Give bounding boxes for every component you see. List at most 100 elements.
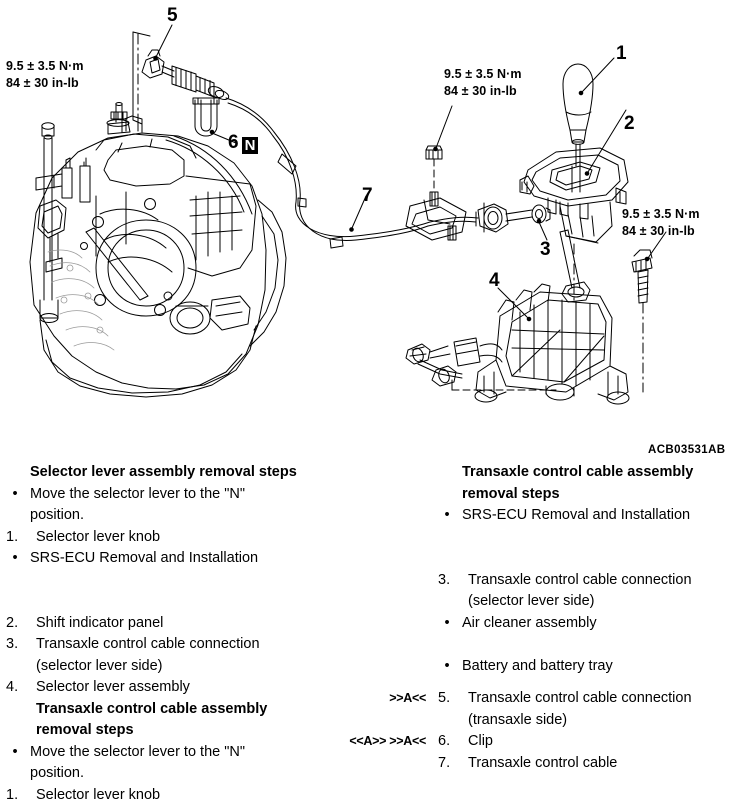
right-heading-row-2: removal steps <box>322 484 734 506</box>
list-gap <box>0 570 370 592</box>
bullet-marker: • <box>0 484 30 506</box>
torque-nm: 9.5 ± 3.5 N·m <box>444 66 522 83</box>
left-heading-row: Selector lever assembly removal steps <box>0 462 370 484</box>
torque-spec-left: 9.5 ± 3.5 N·m 84 ± 30 in-lb <box>6 58 84 92</box>
drawing-reference-code: ACB03531AB <box>648 444 726 456</box>
list-gap <box>0 591 370 613</box>
selector-lever-assembly-4 <box>475 230 629 404</box>
list-item: (transaxle side) <box>322 710 734 732</box>
step-text: Transaxle control cable connection <box>468 688 734 710</box>
torque-nm: 9.5 ± 3.5 N·m <box>622 206 700 223</box>
list-item: position. <box>0 505 370 527</box>
subheading-line: Transaxle control cable assembly <box>36 699 370 721</box>
list-item: • SRS-ECU Removal and Installation <box>322 505 734 527</box>
step-text: Move the selector lever to the "N" <box>30 742 370 764</box>
step-text: Move the selector lever to the "N" <box>30 484 370 506</box>
list-gap <box>322 677 734 688</box>
callout-3: 3 <box>540 240 551 259</box>
marker-cell: >>A<< <box>322 688 432 710</box>
item-number: 4. <box>0 677 36 699</box>
step-text: Shift indicator panel <box>36 613 370 635</box>
list-gap <box>322 634 734 656</box>
torque-inlb: 84 ± 30 in-lb <box>622 223 700 240</box>
list-item: >>A<< 5. Transaxle control cable connect… <box>322 688 734 710</box>
torque-inlb: 84 ± 30 in-lb <box>444 83 522 100</box>
list-item: <<A>> >>A<< 6. Clip <box>322 731 734 753</box>
step-text: Selector lever knob <box>36 785 370 806</box>
right-steps-column: Transaxle control cable assembly removal… <box>322 462 734 774</box>
cable-mount-bracket <box>406 106 466 240</box>
exploded-view-diagram: 9.5 ± 3.5 N·m 84 ± 30 in-lb 9.5 ± 3.5 N·… <box>0 0 734 462</box>
cable-connection-3 <box>476 203 550 240</box>
step-text: (selector lever side) <box>468 591 734 613</box>
list-item: 1. Selector lever knob <box>0 785 370 806</box>
step-text: (selector lever side) <box>36 656 370 678</box>
step-text: Transaxle control cable connection <box>36 634 370 656</box>
mounting-bolt <box>632 232 666 392</box>
selector-lever-knob-1 <box>563 58 614 166</box>
step-text: position. <box>30 763 370 785</box>
torque-inlb: 84 ± 30 in-lb <box>6 75 84 92</box>
item-number: 6. <box>432 731 468 753</box>
list-item: (selector lever side) <box>0 656 370 678</box>
subheading-line: removal steps <box>36 720 370 742</box>
marker-cell: <<A>> >>A<< <box>322 731 432 753</box>
list-item: 3. Transaxle control cable connection <box>0 634 370 656</box>
step-text: SRS-ECU Removal and Installation <box>462 505 734 527</box>
item-number: 3. <box>0 634 36 656</box>
transaxle-cable-end-5 <box>133 25 274 136</box>
list-subheading: Transaxle control cable assembly <box>0 699 370 721</box>
step-text: Selector lever knob <box>36 527 370 549</box>
callout-2: 2 <box>624 114 635 133</box>
list-item: • Move the selector lever to the "N" <box>0 484 370 506</box>
step-text: SRS-ECU Removal and Installation <box>30 548 370 570</box>
list-item: 2. Shift indicator panel <box>0 613 370 635</box>
torque-nm: 9.5 ± 3.5 N·m <box>6 58 84 75</box>
step-text: Transaxle control cable <box>468 753 734 775</box>
list-item: • Battery and battery tray <box>322 656 734 678</box>
item-number: 2. <box>0 613 36 635</box>
left-steps-column: Selector lever assembly removal steps • … <box>0 462 370 806</box>
list-item: • Move the selector lever to the "N" <box>0 742 370 764</box>
right-column-heading-line2: removal steps <box>462 484 560 506</box>
item-number: 5. <box>432 688 468 710</box>
bullet-marker: • <box>432 613 462 635</box>
list-gap <box>322 548 734 570</box>
list-item: 3. Transaxle control cable connection <box>322 570 734 592</box>
list-item: position. <box>0 763 370 785</box>
step-text: position. <box>30 505 370 527</box>
list-item: 1. Selector lever knob <box>0 527 370 549</box>
list-item: 7. Transaxle control cable <box>322 753 734 775</box>
list-item: (selector lever side) <box>322 591 734 613</box>
left-column-heading: Selector lever assembly removal steps <box>30 462 297 484</box>
right-heading-row-1: Transaxle control cable assembly <box>322 462 734 484</box>
bullet-marker: • <box>0 548 30 570</box>
list-item: • SRS-ECU Removal and Installation <box>0 548 370 570</box>
step-text: Transaxle control cable connection <box>468 570 734 592</box>
step-text: Clip <box>468 731 734 753</box>
transaxle-control-cable-7 <box>273 132 478 248</box>
torque-spec-center: 9.5 ± 3.5 N·m 84 ± 30 in-lb <box>444 66 522 100</box>
removal-steps-lists: Selector lever assembly removal steps • … <box>0 462 734 767</box>
list-item: • Air cleaner assembly <box>322 613 734 635</box>
list-subheading: removal steps <box>0 720 370 742</box>
callout-5: 5 <box>167 6 178 25</box>
callout-4: 4 <box>489 271 500 290</box>
list-item: 4. Selector lever assembly <box>0 677 370 699</box>
step-text: Selector lever assembly <box>36 677 370 699</box>
item-number: 1. <box>0 785 36 806</box>
torque-spec-right: 9.5 ± 3.5 N·m 84 ± 30 in-lb <box>622 206 700 240</box>
item-number: 3. <box>432 570 468 592</box>
list-gap <box>322 527 734 549</box>
callout-1: 1 <box>616 44 627 63</box>
callout-7: 7 <box>362 186 373 205</box>
item-number: 7. <box>432 753 468 775</box>
step-text: (transaxle side) <box>468 710 734 732</box>
bullet-marker: • <box>0 742 30 764</box>
step-text: Air cleaner assembly <box>462 613 734 635</box>
right-column-heading-line1: Transaxle control cable assembly <box>462 462 693 484</box>
neutral-position-badge: N <box>242 137 259 154</box>
bullet-marker: • <box>432 656 462 678</box>
step-text: Battery and battery tray <box>462 656 734 678</box>
